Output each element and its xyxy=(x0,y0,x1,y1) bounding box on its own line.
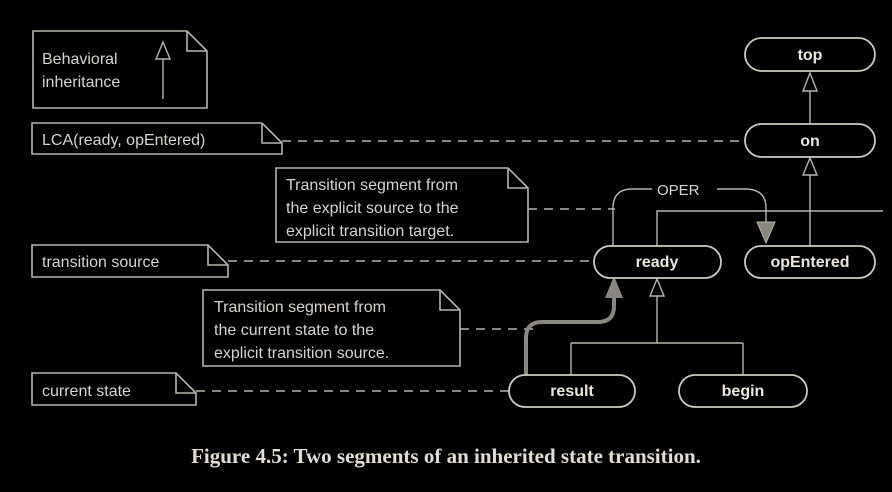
segment1-note-line3: explicit transition target. xyxy=(286,223,454,240)
current-state-note: current state xyxy=(31,372,197,406)
lca-note-text: LCA(ready, opEntered) xyxy=(42,132,205,149)
state-ready-label: ready xyxy=(636,254,679,271)
state-begin[interactable]: begin xyxy=(678,374,808,408)
state-ready-box[interactable] xyxy=(593,245,722,279)
segment1-note-fold xyxy=(507,168,528,189)
segment2-note-line1: Transition segment from xyxy=(214,299,386,316)
figure-caption: Figure 4.5: Two segments of an inherited… xyxy=(191,444,701,468)
segment1-note-line2: the explicit source to the xyxy=(286,200,459,217)
state-result-label: result xyxy=(550,383,594,400)
state-result-box[interactable] xyxy=(508,374,636,408)
legend-note: Behavioral inheritance xyxy=(32,30,208,109)
state-begin-box[interactable] xyxy=(678,374,808,408)
state-result[interactable]: result xyxy=(508,374,636,408)
segment2-note-frame xyxy=(202,289,461,367)
oper-transition: OPER xyxy=(612,182,776,246)
legend-note-fold xyxy=(186,31,207,52)
segment2-note-line3: explicit transition source. xyxy=(214,345,389,362)
segment1-note: Transition segment from the explicit sou… xyxy=(275,167,529,243)
state-opentered[interactable]: opEntered xyxy=(744,245,876,279)
current-to-source-segment xyxy=(524,276,623,376)
legend-note-frame xyxy=(32,30,208,109)
current-state-note-fold xyxy=(175,373,196,394)
state-top-box[interactable] xyxy=(744,37,876,72)
lca-note: LCA(ready, opEntered) xyxy=(31,122,283,155)
current-to-source-path xyxy=(524,295,616,376)
current-state-note-text: current state xyxy=(42,383,131,400)
state-ready[interactable]: ready xyxy=(593,245,722,279)
oper-transition-right-line xyxy=(717,188,767,224)
segment2-note: Transition segment from the current stat… xyxy=(202,289,461,367)
transition-source-note-fold xyxy=(207,245,228,266)
segment2-note-fold xyxy=(439,290,460,311)
lca-note-fold xyxy=(261,123,282,144)
state-top-label: top xyxy=(798,47,823,64)
transition-source-note-text: transition source xyxy=(42,254,159,271)
state-opentered-label: opEntered xyxy=(770,254,849,271)
segment2-note-line2: the current state to the xyxy=(214,322,374,339)
state-on[interactable]: on xyxy=(744,123,876,158)
lca-note-frame xyxy=(31,122,283,155)
ready-to-on-line xyxy=(656,210,883,246)
oper-transition-left-line xyxy=(612,188,652,246)
transition-source-note: transition source xyxy=(31,244,229,278)
children-to-ready-arrow-icon xyxy=(648,277,666,297)
current-state-note-frame xyxy=(31,372,197,406)
legend-note-line1: Behavioral xyxy=(42,51,118,68)
oper-transition-label: OPER xyxy=(657,182,700,199)
on-to-top-arrow-icon xyxy=(801,71,819,92)
inheritance-connectors xyxy=(570,71,883,375)
legend-note-line2: inheritance xyxy=(42,74,120,91)
current-to-source-arrow-icon xyxy=(605,276,623,298)
state-opentered-box[interactable] xyxy=(744,245,876,279)
state-top[interactable]: top xyxy=(744,37,876,72)
state-on-box[interactable] xyxy=(744,123,876,158)
state-on-label: on xyxy=(800,133,820,150)
transition-source-note-frame xyxy=(31,244,229,278)
oper-arrow-icon xyxy=(756,221,776,245)
segment1-note-line1: Transition segment from xyxy=(286,177,458,194)
opentered-to-on-arrow-icon xyxy=(801,156,819,176)
inheritance-arrow-icon xyxy=(154,40,172,60)
segment1-note-frame xyxy=(275,167,529,243)
state-begin-label: begin xyxy=(722,383,765,400)
